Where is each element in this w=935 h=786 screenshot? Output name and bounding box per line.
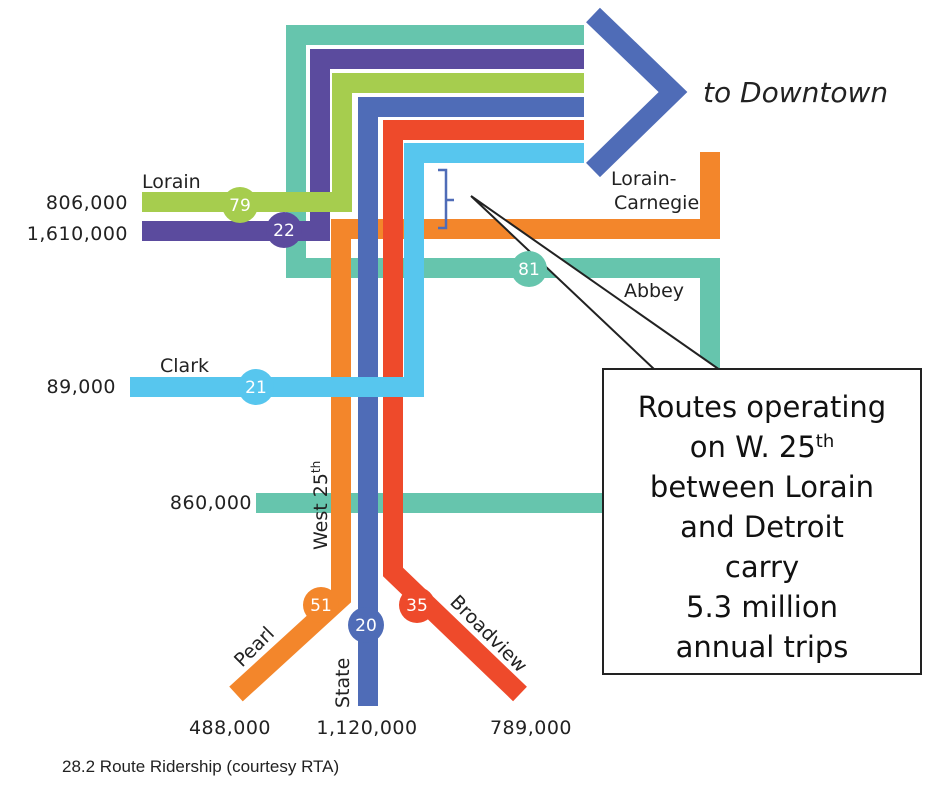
route-20-line (358, 97, 584, 706)
badge-51-label: 51 (310, 596, 332, 616)
callout-line-2: on W. 25th (690, 430, 835, 464)
ridership-21: 89,000 (47, 376, 116, 398)
street-label-state: State (332, 658, 354, 708)
callout-line-4: and Detroit (680, 510, 844, 544)
badge-51: 51 (303, 587, 339, 623)
street-label-clark: Clark (160, 355, 209, 377)
callout-text: Routes operating on W. 25th between Lora… (638, 390, 886, 664)
callout-box (602, 368, 922, 675)
badge-22-circle (266, 212, 302, 248)
ridership-22: 1,610,000 (27, 223, 128, 245)
ridership-35: 789,000 (490, 717, 572, 739)
callout-line-7: annual trips (676, 630, 849, 664)
ridership-81: 860,000 (170, 492, 252, 514)
badge-79: 79 (222, 187, 258, 223)
downtown-arrow-chevron (586, 7, 688, 178)
street-label-west25-main: West 25 (310, 473, 332, 550)
badge-20-label: 20 (355, 616, 377, 636)
route-22-line (142, 49, 584, 241)
street-label-abbey: Abbey (624, 280, 684, 302)
badge-21-circle (238, 369, 274, 405)
street-label-lorain: Lorain (142, 171, 201, 193)
badge-20: 20 (348, 607, 384, 643)
callout-line-6: 5.3 million (686, 590, 838, 624)
badge-81-circle (511, 251, 547, 287)
destination-label: to Downtown (703, 76, 888, 109)
callout-line-5: carry (725, 550, 799, 584)
callout-line-3: between Lorain (650, 470, 874, 504)
callout-line-2-sup: th (816, 431, 834, 452)
badge-81-label: 81 (518, 260, 540, 280)
route-51-line (229, 152, 720, 702)
badge-35-label: 35 (406, 596, 428, 616)
badge-21-label: 21 (245, 378, 267, 398)
w25-segment-bracket (438, 168, 454, 230)
figure-caption: 28.2 Route Ridership (courtesy RTA) (62, 757, 339, 776)
badge-79-circle (222, 187, 258, 223)
badge-51-circle (303, 587, 339, 623)
badge-81: 81 (511, 251, 547, 287)
badge-35: 35 (399, 587, 435, 623)
ridership-79: 806,000 (46, 192, 128, 214)
badge-21: 21 (238, 369, 274, 405)
callout-line-1: Routes operating (638, 390, 886, 424)
street-label-west25: West 25th (309, 461, 332, 550)
route-81-line (286, 25, 720, 420)
badge-35-circle (399, 587, 435, 623)
badge-79-label: 79 (229, 196, 251, 216)
badge-20-circle (348, 607, 384, 643)
callout-line-2-main: on W. 25 (690, 430, 816, 464)
ridership-20: 1,120,000 (316, 717, 417, 739)
street-label-lorain-carnegie-1: Lorain- (611, 168, 677, 190)
street-label-west25-sup: th (309, 461, 323, 473)
ridership-51: 488,000 (189, 717, 271, 739)
badge-22-label: 22 (273, 221, 295, 241)
route-35-line (383, 120, 584, 702)
badge-22: 22 (266, 212, 302, 248)
street-label-lorain-carnegie-2: Carnegie (614, 192, 699, 214)
